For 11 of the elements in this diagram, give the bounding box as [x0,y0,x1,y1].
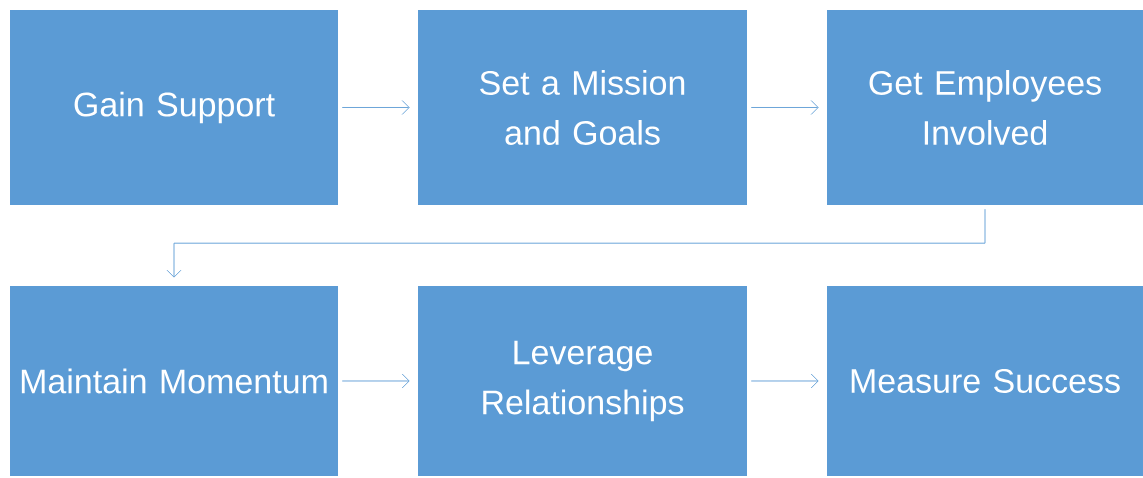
process-box: Leverage Relationships [418,286,747,476]
arrow [166,208,986,278]
process-box: Maintain Momentum [10,286,338,476]
arrow [750,373,819,389]
arrow [341,373,410,389]
arrow [341,100,410,115]
process-box: Set a Mission and Goals [418,10,747,205]
process-box: Measure Success [827,286,1143,476]
arrow [750,100,819,115]
process-box: Get Employees Involved [827,10,1143,205]
process-box: Gain Support [10,10,338,205]
